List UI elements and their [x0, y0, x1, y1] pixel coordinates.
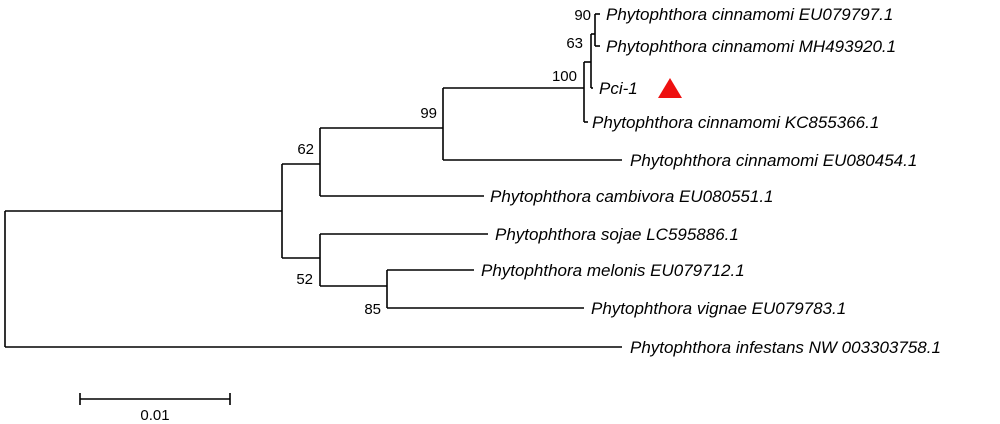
taxon-label-t9: Phytophthora vignae EU079783.1 — [591, 299, 846, 318]
bootstrap-value-node63: 63 — [566, 35, 583, 52]
scale-bar-line — [79, 393, 231, 405]
taxon-label-t5: Phytophthora cinnamomi EU080454.1 — [630, 151, 917, 170]
bootstrap-value-node62: 62 — [297, 141, 314, 158]
taxon-label-t7: Phytophthora sojae LC595886.1 — [495, 225, 739, 244]
taxon-label-t2: Phytophthora cinnamomi MH493920.1 — [606, 37, 896, 56]
taxon-label-t8: Phytophthora melonis EU079712.1 — [481, 261, 745, 280]
red-triangle-icon — [658, 78, 682, 98]
scale-bar: 0.01 — [79, 393, 231, 424]
taxon-label-t1: Phytophthora cinnamomi EU079797.1 — [606, 5, 893, 24]
taxon-label-t10: Phytophthora infestans NW 003303758.1 — [630, 338, 941, 357]
bootstrap-value-node85: 85 — [364, 301, 381, 318]
taxon-label-t6: Phytophthora cambivora EU080551.1 — [490, 187, 774, 206]
bootstrap-value-node52: 52 — [296, 271, 313, 288]
bootstrap-value-node99: 99 — [420, 105, 437, 122]
bootstrap-value-node100: 100 — [552, 68, 577, 85]
bootstrap-value-node90: 90 — [574, 7, 591, 24]
taxon-label-t3: Pci-1 — [599, 79, 638, 98]
scale-bar-label: 0.01 — [140, 407, 169, 424]
taxon-label-t4: Phytophthora cinnamomi KC855366.1 — [592, 113, 879, 132]
